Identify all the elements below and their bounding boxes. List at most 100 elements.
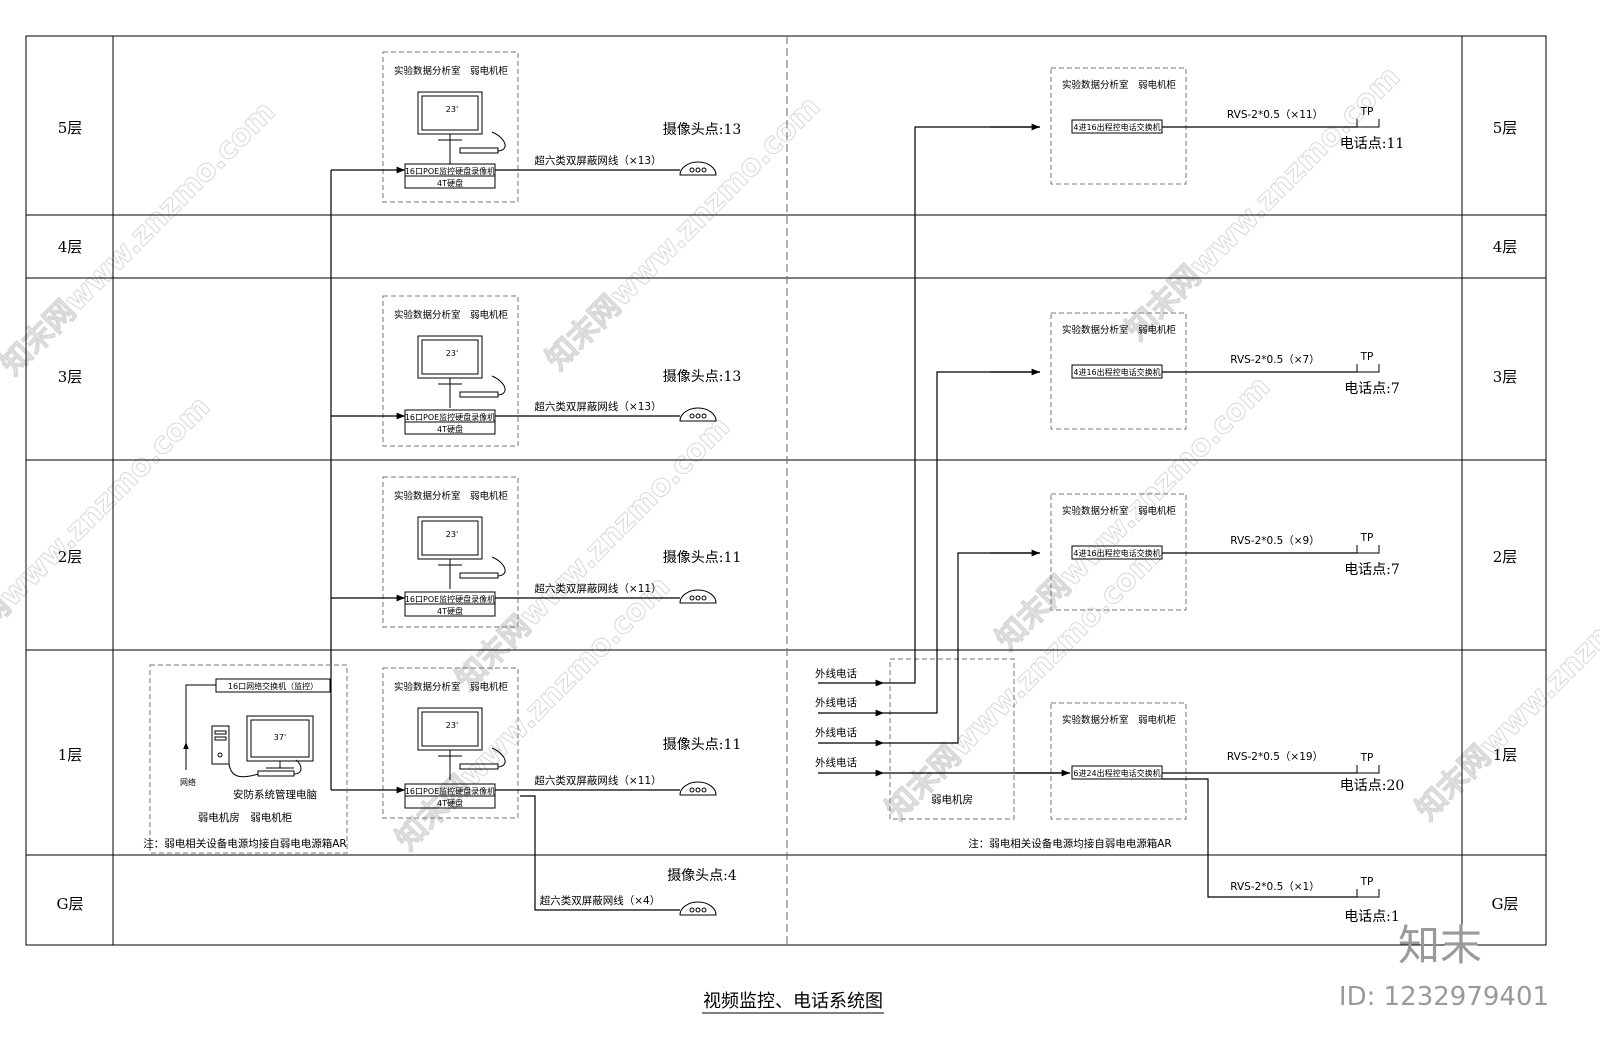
cabinet-title: 实验数据分析室 弱电机柜 <box>1062 79 1177 91</box>
camera-icon-dot <box>701 787 707 793</box>
camera-icon-dot <box>689 787 695 793</box>
outside-line-label: 外线电话 <box>815 696 857 709</box>
phone-cabinet: 实验数据分析室 弱电机柜 4进16出程控电话交换机 <box>1050 312 1187 430</box>
phone-count: 电话点:20 <box>1340 778 1405 794</box>
cable-label: RVS-2*0.5（×7） <box>1230 354 1319 366</box>
cabinet-outline <box>1050 493 1187 611</box>
disk-label: 4T硬盘 <box>437 606 463 616</box>
floor-label: G层 <box>1492 895 1519 913</box>
camera-icon-dot <box>689 595 695 601</box>
floor-label: 3层 <box>1493 368 1518 386</box>
tp-outlet-icon <box>1356 119 1380 128</box>
tp-outlet-icon <box>1356 889 1380 898</box>
cabinet-outline <box>1050 702 1187 820</box>
id-text: ID: 1232979401 <box>1339 982 1549 1012</box>
floor-label: 2层 <box>1493 548 1518 566</box>
mouse-cable <box>491 131 506 152</box>
monitor-size: 23' <box>446 349 458 358</box>
cctv-backbone <box>330 166 680 911</box>
cabinet-title: 实验数据分析室 弱电机柜 <box>394 65 509 77</box>
floor-labels-right: 5层 4层 3层 2层 1层 G层 <box>1492 119 1519 913</box>
phone-room: 弱电机房 外线电话 外线电话 外线电话 外线电话 注：弱电相关设备电源均接自弱电… <box>815 123 1357 898</box>
camera-icon-dot <box>695 167 701 173</box>
cabinet-title: 实验数据分析室 弱电机柜 <box>1062 505 1177 517</box>
floor-label: 1层 <box>58 746 83 764</box>
camera-icon-dot <box>689 907 695 913</box>
phone-switch-label: 4进16出程控电话交换机 <box>1073 367 1160 377</box>
tp-outlet-icon <box>1356 364 1380 373</box>
phone-count: 电话点:7 <box>1344 562 1400 578</box>
camera-icon-dot <box>701 413 707 419</box>
outside-line-label: 外线电话 <box>815 726 857 739</box>
tp-outlet-icon <box>1356 545 1380 554</box>
phone-count: 电话点:7 <box>1344 381 1400 397</box>
keyboard-icon <box>459 147 499 154</box>
tp-label: TP <box>1360 876 1374 888</box>
floor-label: 5层 <box>1493 119 1518 137</box>
cable-label: 超六类双屏蔽网线（×4） <box>540 894 660 907</box>
cabinet-title: 实验数据分析室 弱电机柜 <box>394 309 509 321</box>
title-text: 视频监控、电话系统图 <box>703 991 883 1012</box>
brand-watermark: 知末 <box>1398 921 1482 970</box>
floor-label: G层 <box>57 895 84 913</box>
outside-line-label: 外线电话 <box>815 667 857 680</box>
camera-icon-dot <box>701 907 707 913</box>
mouse-cable <box>491 556 506 577</box>
keyboard-icon <box>228 759 302 778</box>
nvr-label: 16口POE监控硬盘录像机 <box>405 412 495 422</box>
cable-label: 超六类双屏蔽网线（×13） <box>534 400 661 413</box>
monitor-screen <box>421 520 479 556</box>
camera-icon-dot <box>701 595 707 601</box>
nvr-label: 16口POE监控硬盘录像机 <box>405 786 495 796</box>
camera-count: 摄像头点:13 <box>663 369 742 385</box>
monitor-size: 23' <box>446 530 458 539</box>
cabinet-title: 实验数据分析室 弱电机柜 <box>394 681 509 693</box>
camera-icon-dot <box>701 167 707 173</box>
mouse-cable <box>491 375 506 396</box>
network-label: 网络 <box>180 777 196 787</box>
cabinet-title: 实验数据分析室 弱电机柜 <box>1062 324 1177 336</box>
cabinet-title: 实验数据分析室 弱电机柜 <box>394 490 509 502</box>
phone-count: 电话点:1 <box>1344 909 1400 925</box>
floor-label: 1层 <box>1493 746 1518 764</box>
floor-label: 5层 <box>58 119 83 137</box>
floor-label: 4层 <box>58 238 83 256</box>
nvr-label: 16口POE监控硬盘录像机 <box>405 594 495 604</box>
room-label: 弱电机房 弱电机柜 <box>198 811 293 824</box>
disk-label: 4T硬盘 <box>437 798 463 808</box>
camera-count: 摄像头点:11 <box>663 737 742 753</box>
cabinet-outline <box>382 476 519 628</box>
monitor-size: 37' <box>274 733 286 742</box>
phone-count: 电话点:11 <box>1340 136 1405 152</box>
table-frame <box>25 35 1547 946</box>
camera-icon-dot <box>695 413 701 419</box>
camera-icon-dot <box>695 907 701 913</box>
camera-count: 摄像头点:13 <box>663 122 742 138</box>
floor-label: 4层 <box>1493 238 1518 256</box>
cabinet-outline <box>1050 312 1187 430</box>
cable-label: RVS-2*0.5（×11） <box>1227 109 1323 121</box>
phone-room-label: 弱电机房 <box>931 793 973 806</box>
phone-switch-label: 6进24出程控电话交换机 <box>1073 768 1160 778</box>
endpoints: 超六类双屏蔽网线（×13）摄像头点:13超六类双屏蔽网线（×13）摄像头点:13… <box>534 106 1404 925</box>
cable-label: RVS-2*0.5（×1） <box>1230 881 1319 893</box>
camera-icon <box>679 901 717 916</box>
camera-icon <box>679 589 717 604</box>
cabinet-outline <box>382 667 519 819</box>
monitor-screen <box>421 95 479 131</box>
monitor-screen <box>421 339 479 375</box>
power-note: 注：弱电相关设备电源均接自弱电电源箱AR <box>968 837 1171 850</box>
phone-switch-label: 4进16出程控电话交换机 <box>1073 548 1160 558</box>
tp-label: TP <box>1360 752 1374 764</box>
security-room: 16口网络交换机（监控） 网络 37' 安防系统管理电脑 弱电机房 弱电机柜 注… <box>143 664 348 854</box>
outside-line-label: 外线电话 <box>815 756 857 769</box>
camera-icon-dot <box>695 787 701 793</box>
cable-label: RVS-2*0.5（×19） <box>1227 751 1323 763</box>
cable-label: 超六类双屏蔽网线（×11） <box>534 582 661 595</box>
camera-icon-dot <box>689 413 695 419</box>
monitor-size: 23' <box>446 721 458 730</box>
